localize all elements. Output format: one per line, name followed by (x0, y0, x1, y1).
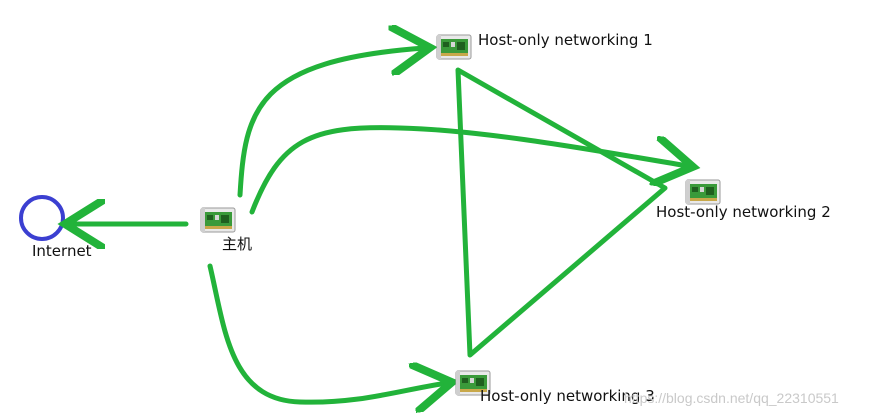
net3-label: Host-only networking 3 (480, 387, 655, 405)
internet-label: Internet (32, 242, 92, 260)
host-label: 主机 (222, 235, 253, 253)
arrow-host-to-net3 (207, 263, 447, 402)
arrow-host-to-net2 (249, 125, 688, 215)
arrow-host-to-net1 (237, 48, 425, 198)
nic-icon-net1 (436, 34, 472, 60)
watermark-text: https://blog.csdn.net/qq_22310551 (624, 390, 839, 406)
nic-icon-net2 (685, 179, 721, 205)
triangle-net1-net2-net3 (455, 67, 668, 358)
net2-label: Host-only networking 2 (656, 203, 831, 221)
net1-label: Host-only networking 1 (478, 31, 653, 49)
internet-globe-icon (19, 195, 65, 241)
nic-icon-host (200, 207, 236, 233)
